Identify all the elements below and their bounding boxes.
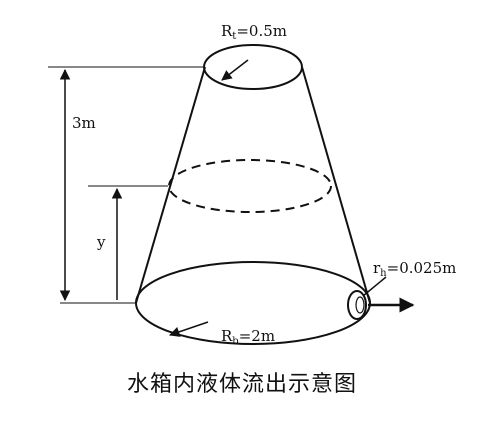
outlet-hole-inner — [355, 296, 365, 314]
top-radius-label: Rt=0.5m — [221, 22, 287, 42]
bottom-radius-arrow — [169, 321, 209, 337]
hole-radius-label: rh=0.025m — [373, 259, 456, 279]
top-radius-arrow — [221, 59, 249, 81]
cone-left-wall — [135, 66, 206, 304]
figure-caption: 水箱内液体流出示意图 — [126, 372, 357, 397]
liquid-surface-ellipse — [168, 159, 332, 213]
height-label: 3m — [72, 114, 96, 132]
cone-right-wall — [301, 66, 371, 304]
top-opening-ellipse — [203, 44, 303, 90]
level-label: y — [96, 233, 106, 251]
hole-radius-leader — [362, 276, 387, 297]
bottom-radius-label: Rb=2m — [221, 327, 275, 347]
